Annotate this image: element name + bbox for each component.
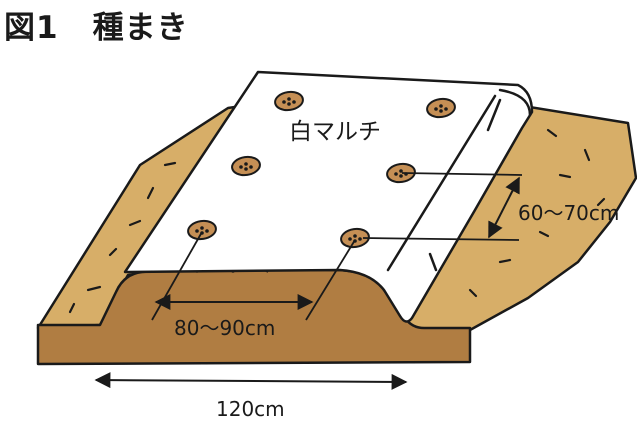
mulch-fold-line-1 [386,94,497,272]
leader-line-upper-row [401,172,523,176]
seed-hole [274,90,304,112]
seed-hole [340,227,370,249]
plant-spacing-label: 80〜90cm [174,316,275,340]
figure-number: 図1 [4,10,59,46]
mulch-fold-line-3 [428,252,438,272]
leader-line-right [305,239,356,321]
white-mulch [123,70,534,323]
figure-title: 図1 種まき [4,2,189,47]
seed-hole [231,155,261,177]
row-spacing-label: 60〜70cm [518,201,619,225]
mulch-label: 白マルチ [289,119,381,145]
mulch-fold-line-2 [486,98,502,132]
seed-hole [187,219,217,241]
seed-holes [187,90,456,249]
bed-width-label: 120cm [216,397,285,421]
soil-texture [68,128,606,314]
row-spacing-arrow [488,176,520,239]
seed-hole [426,97,456,119]
bed-width-arrow [94,372,408,390]
figure-caption: 種まき [92,10,189,46]
leader-line-lower-row [362,237,520,241]
mulch-side-edge [498,88,532,117]
seed-hole [386,162,416,184]
